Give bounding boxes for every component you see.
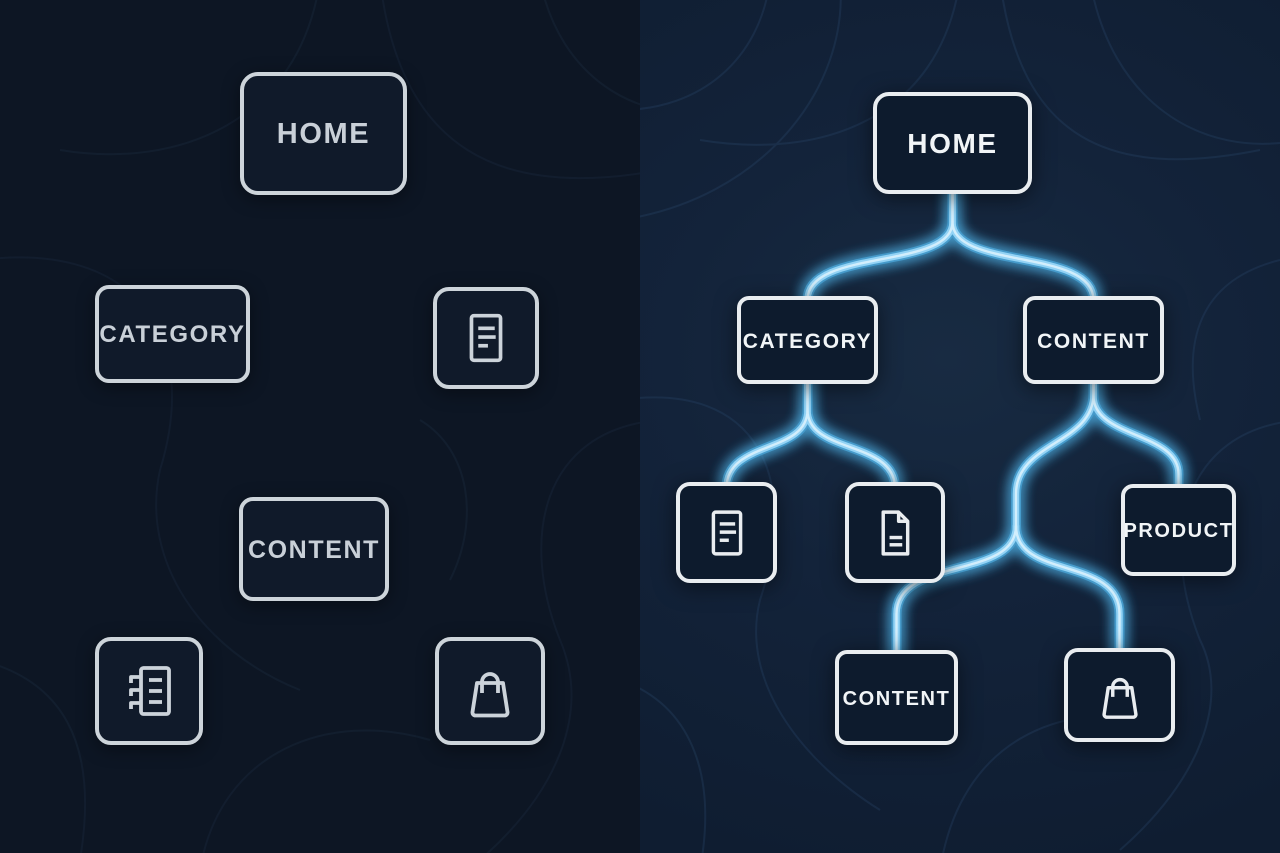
document-lines-icon [711,509,742,556]
right-category-node: CATEGORY [737,296,878,384]
left-panel-scattered-sitemap: HOME CATEGORY CONTENT [0,0,640,853]
edge-junction-bag [1011,521,1125,667]
node-label: CATEGORY [99,321,246,348]
edge-content-product [1088,377,1184,505]
right-content-node: CONTENT [1023,296,1164,384]
node-label: CATEGORY [742,329,873,353]
right-file-node [845,482,945,583]
right-panel-connected-sitemap: HOME CATEGORY CONTENT [640,0,1280,853]
right-document-node [676,482,777,583]
left-home-node: HOME [240,72,407,195]
document-lines-icon [469,313,503,363]
left-category-node: CATEGORY [95,285,250,383]
right-home-node: HOME [873,92,1032,194]
node-label: CONTENT [842,687,951,710]
right-content2-node: CONTENT [835,650,958,745]
file-icon [881,509,910,556]
left-document-node [433,287,539,389]
right-product-node: PRODUCT [1121,484,1236,576]
left-content-node: CONTENT [239,497,389,601]
edge-content-junction [1011,377,1099,535]
node-label: HOME [276,118,371,150]
connector-lines [721,185,1184,669]
node-label: PRODUCT [1123,520,1234,542]
notebook-icon [129,666,171,716]
node-label: HOME [907,128,998,159]
shopping-bag-icon [1101,677,1138,719]
left-notebook-node [95,637,203,745]
shopping-bag-icon [470,672,510,718]
node-label: CONTENT [247,535,381,564]
node-label: CONTENT [1037,329,1150,353]
left-bag-node [435,637,545,745]
right-bag-node [1064,648,1175,742]
